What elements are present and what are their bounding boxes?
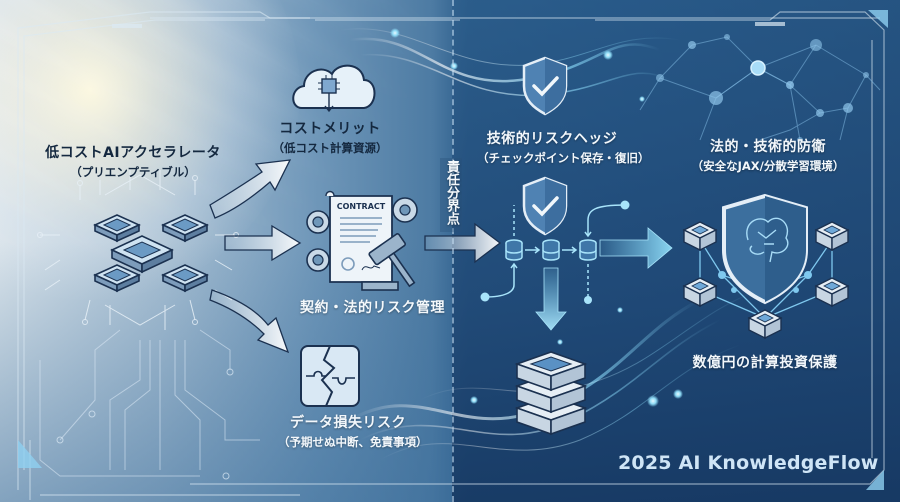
footer-brand: 2025 AI KnowledgeFlow: [618, 452, 879, 474]
technical-hedge-subtitle: （チェックポイント保存・復旧）: [477, 151, 650, 165]
branch-cost-title: コストメリット: [279, 121, 381, 137]
arrow-to-defense: [599, 227, 673, 269]
branch-data-loss-title: データ損失リスク: [290, 415, 406, 431]
branch-cost-subtitle: （低コスト計算資源）: [272, 141, 388, 155]
branch-cost-label: コストメリット （低コスト計算資源）: [268, 118, 392, 156]
arrow-right: [224, 224, 302, 262]
branch-contract-title: 契約・法的リスク管理: [300, 300, 445, 316]
defense-label: 法的・技術的防衛 （安全なJAX/分散学習環境）: [678, 136, 858, 174]
defense-title: 法的・技術的防衛: [710, 139, 826, 155]
branch-data-loss-subtitle: （予期せぬ中断、免責事項）: [278, 435, 428, 449]
responsibility-boundary-line: [452, 0, 454, 502]
network-constellation: [639, 36, 881, 141]
outcome-label: 数億円の計算投資保護: [680, 352, 850, 372]
technical-hedge-title: 技術的リスクヘッジ: [486, 131, 618, 147]
source-node-label: 低コストAIアクセラレータ （プリエンプティブル）: [38, 142, 228, 180]
contract-heading: CONTRACT: [337, 202, 386, 211]
frame-lines: [17, 11, 885, 500]
corner-accent: [18, 440, 42, 468]
boundary-label-text: 責任分界点: [444, 160, 459, 225]
technical-hedge-label: 技術的リスクヘッジ （チェックポイント保存・復旧）: [477, 128, 650, 166]
network-nodes: [656, 34, 869, 143]
defense-subtitle: （安全なJAX/分散学習環境）: [691, 159, 845, 173]
source-title: 低コストAIアクセラレータ: [45, 145, 221, 161]
arrow-up-curved: [209, 159, 292, 219]
arrow-to-storage: [535, 267, 567, 331]
branch-data-loss-label: データ損失リスク （予期せぬ中断、免責事項）: [278, 412, 428, 450]
glow-dots: [390, 28, 683, 407]
circuit-traces: [39, 329, 260, 477]
boundary-label: 責任分界点: [440, 158, 462, 232]
source-subtitle: （プリエンプティブル）: [70, 165, 196, 179]
branch-contract-label: 契約・法的リスク管理: [300, 297, 445, 317]
outcome-title: 数億円の計算投資保護: [692, 355, 838, 371]
boundary-arrow: [424, 222, 502, 264]
arrow-down-curved: [209, 289, 290, 354]
